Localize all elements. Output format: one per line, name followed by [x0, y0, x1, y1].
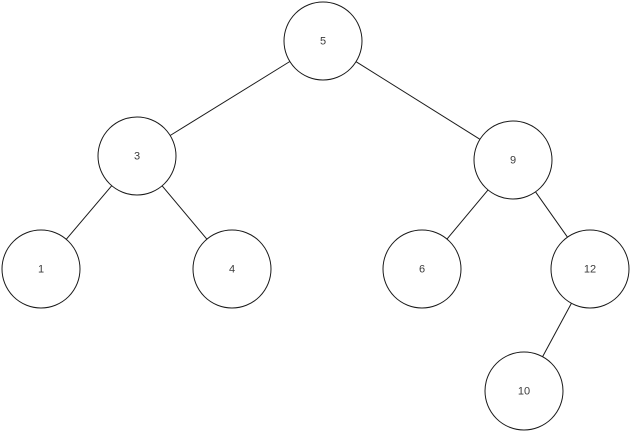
- node-label: 10: [518, 386, 530, 398]
- tree-node[interactable]: 6: [382, 229, 462, 309]
- tree-node[interactable]: 10: [484, 351, 564, 431]
- tree-node[interactable]: 4: [192, 229, 272, 309]
- tree-edge: [355, 61, 481, 140]
- tree-node[interactable]: 9: [473, 120, 553, 200]
- tree-edge: [542, 303, 572, 357]
- tree-edge: [65, 185, 113, 240]
- node-circle[interactable]: [192, 229, 272, 309]
- tree-node[interactable]: 5: [283, 1, 363, 81]
- node-circle[interactable]: [97, 116, 177, 196]
- tree-node[interactable]: 12: [550, 229, 630, 309]
- tree-edge: [535, 191, 568, 238]
- node-circle[interactable]: [382, 229, 462, 309]
- node-label: 6: [419, 264, 425, 276]
- tree-edge: [161, 185, 208, 240]
- node-label: 1: [38, 264, 44, 276]
- tree-edge: [446, 189, 489, 240]
- node-circle[interactable]: [473, 120, 553, 200]
- node-label: 12: [584, 264, 596, 276]
- node-circle[interactable]: [550, 229, 630, 309]
- node-circle[interactable]: [1, 229, 81, 309]
- tree-node[interactable]: 3: [97, 116, 177, 196]
- node-circle[interactable]: [283, 1, 363, 81]
- node-label: 9: [510, 155, 516, 167]
- tree-edge: [169, 61, 291, 136]
- node-label: 5: [320, 36, 326, 48]
- node-label: 3: [134, 151, 140, 163]
- tree-node[interactable]: 1: [1, 229, 81, 309]
- node-label: 4: [229, 264, 235, 276]
- node-circle[interactable]: [484, 351, 564, 431]
- edges-group: [65, 61, 572, 357]
